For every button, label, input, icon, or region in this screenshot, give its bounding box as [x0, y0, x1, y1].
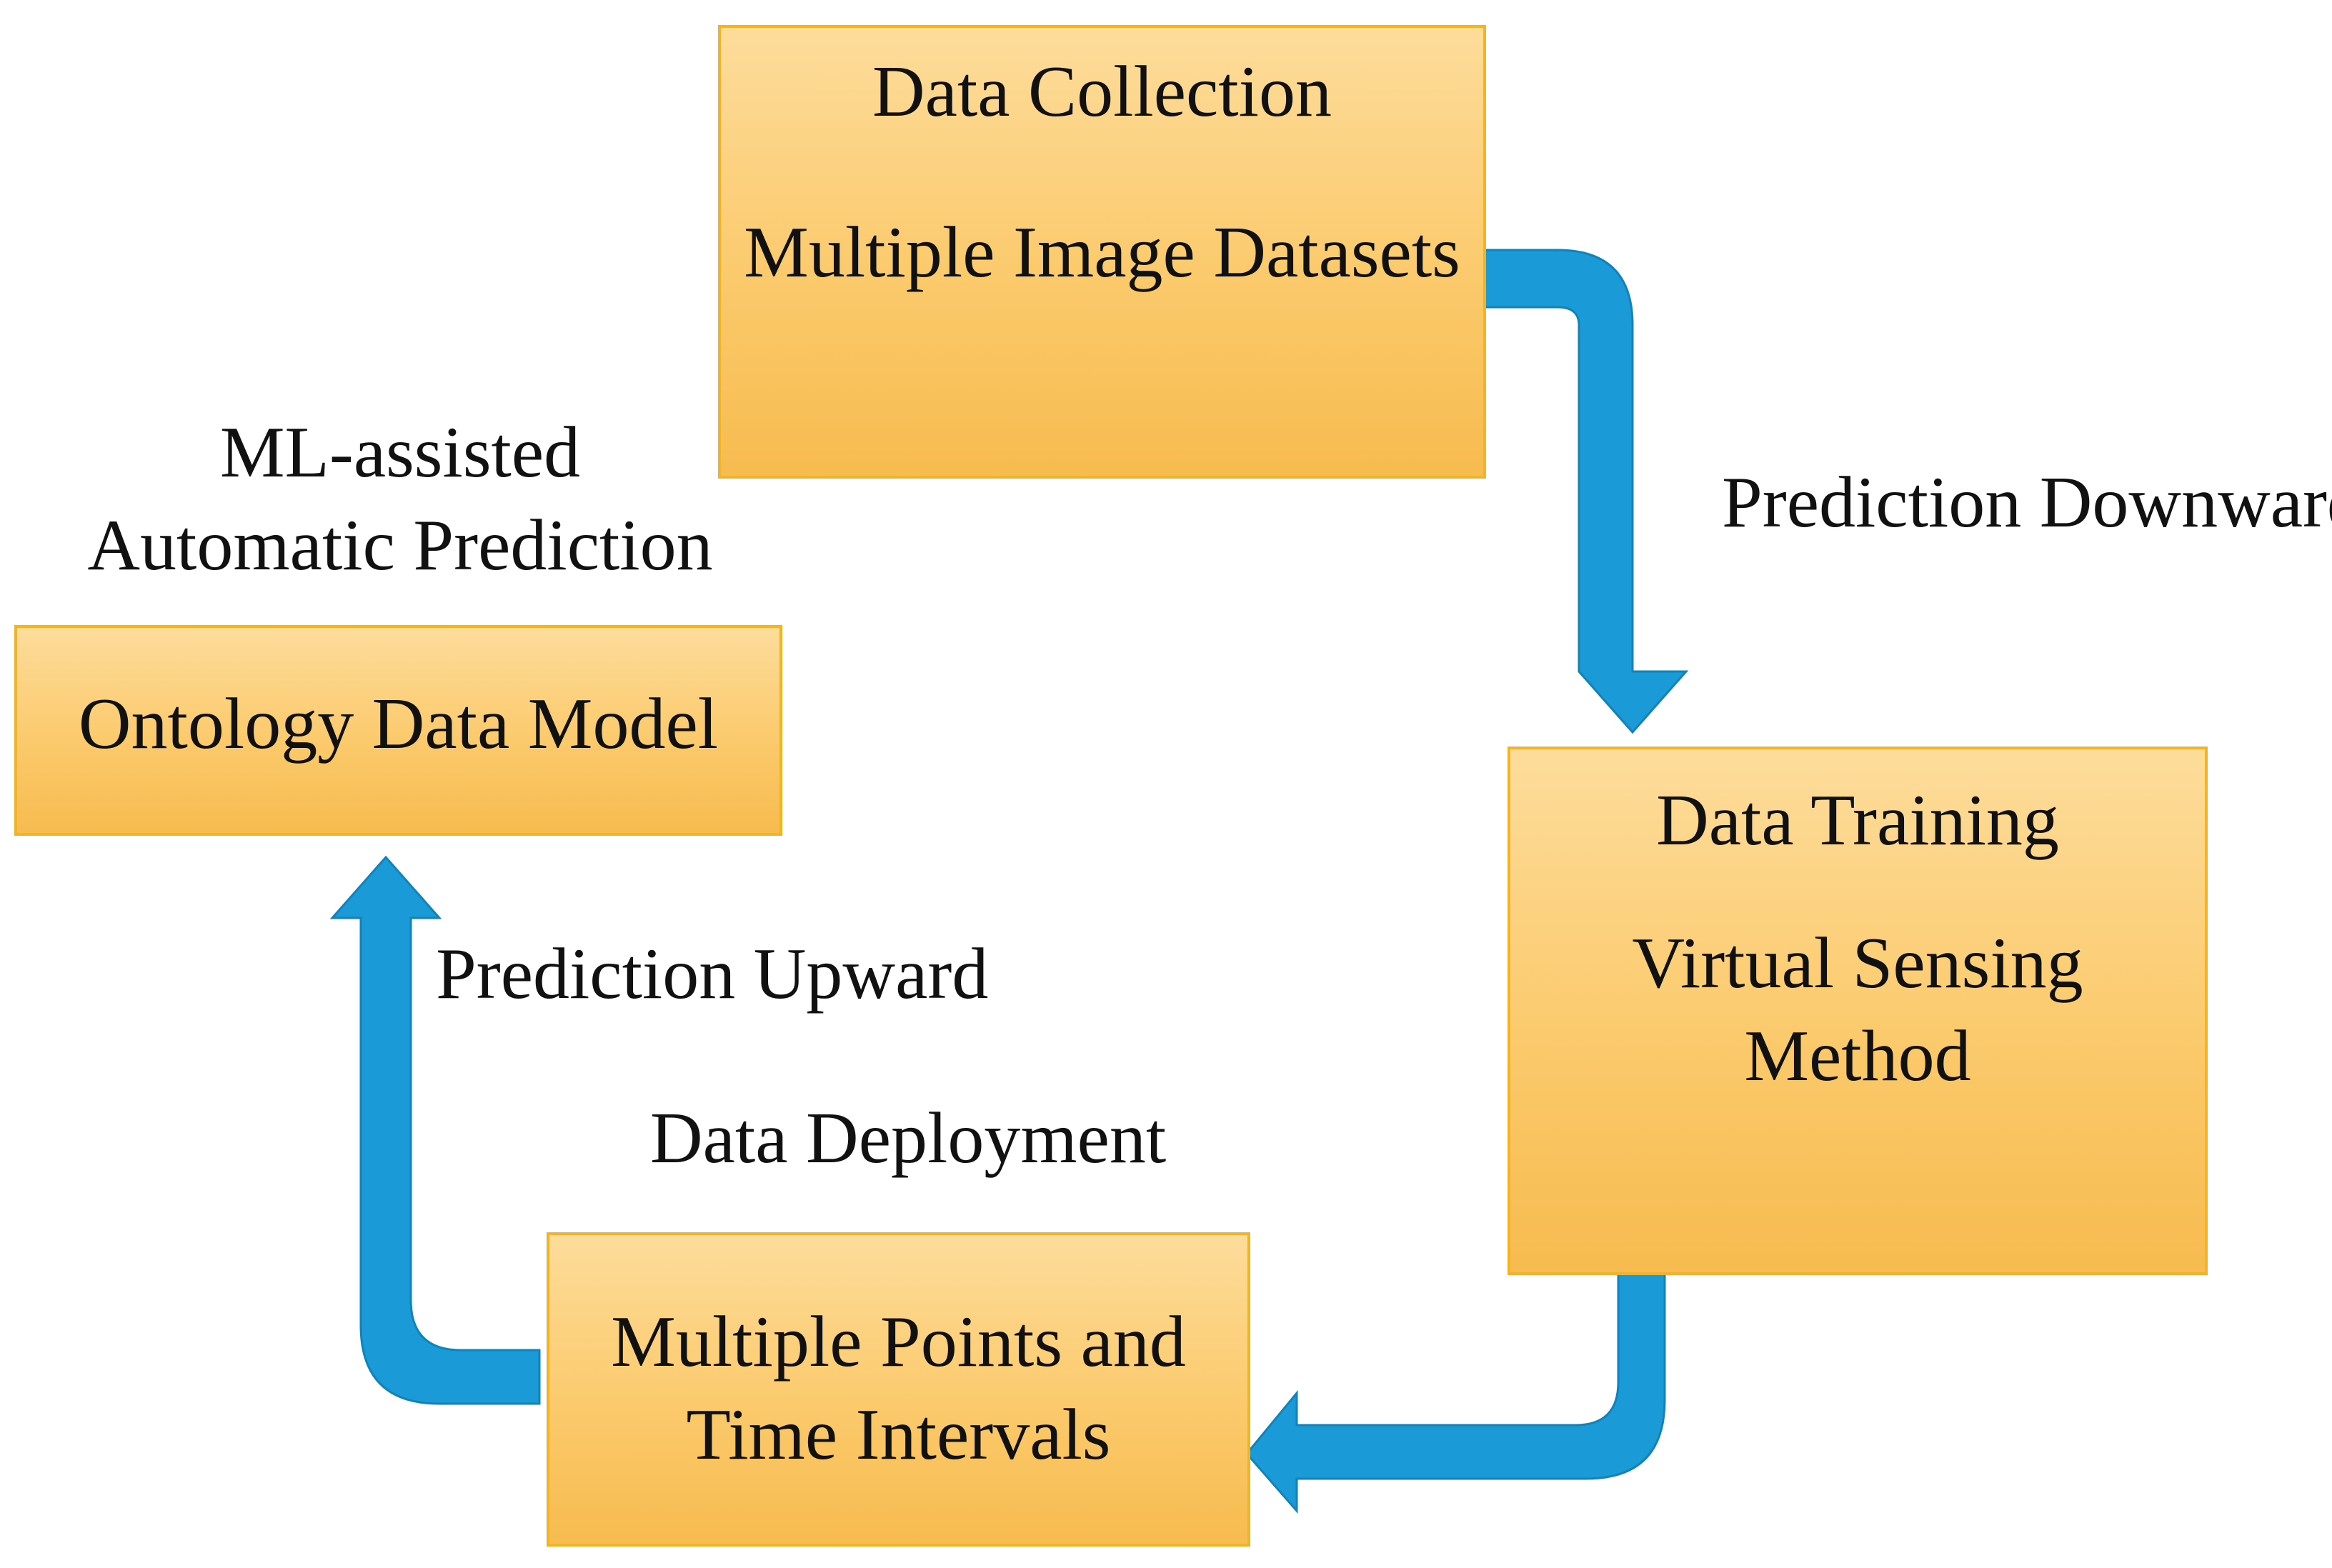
- data-deployment-box: [547, 1232, 1250, 1547]
- arrow-prediction-downward: [1478, 249, 1689, 734]
- arrow-prediction-upward: [329, 855, 541, 1405]
- data-training-title: Data Training: [1656, 780, 2059, 861]
- ontology-title: Ontology Data Model: [78, 684, 719, 764]
- data-collection-box: [718, 25, 1486, 479]
- data-training-body-line1: Virtual Sensing: [1632, 923, 2083, 1004]
- label-ml-assisted-line1: ML-assisted: [219, 412, 581, 493]
- arrow-training-to-deployment: [1245, 1270, 1666, 1514]
- data-training-body-line2: Method: [1744, 1016, 1971, 1097]
- data-collection-title: Data Collection: [872, 51, 1332, 132]
- data-deployment-line1: Multiple Points and: [611, 1302, 1186, 1382]
- data-deployment-line2: Time Intervals: [686, 1394, 1111, 1475]
- ontology-box: [14, 625, 782, 836]
- data-training-box: [1508, 746, 2208, 1275]
- data-collection-body: Multiple Image Datasets: [744, 212, 1460, 293]
- label-data-deployment: Data Deployment: [650, 1098, 1167, 1179]
- label-ml-assisted-line2: Automatic Prediction: [87, 505, 713, 586]
- label-prediction-upward: Prediction Upward: [436, 934, 989, 1014]
- label-prediction-downward: Prediction Downward: [1722, 462, 2332, 543]
